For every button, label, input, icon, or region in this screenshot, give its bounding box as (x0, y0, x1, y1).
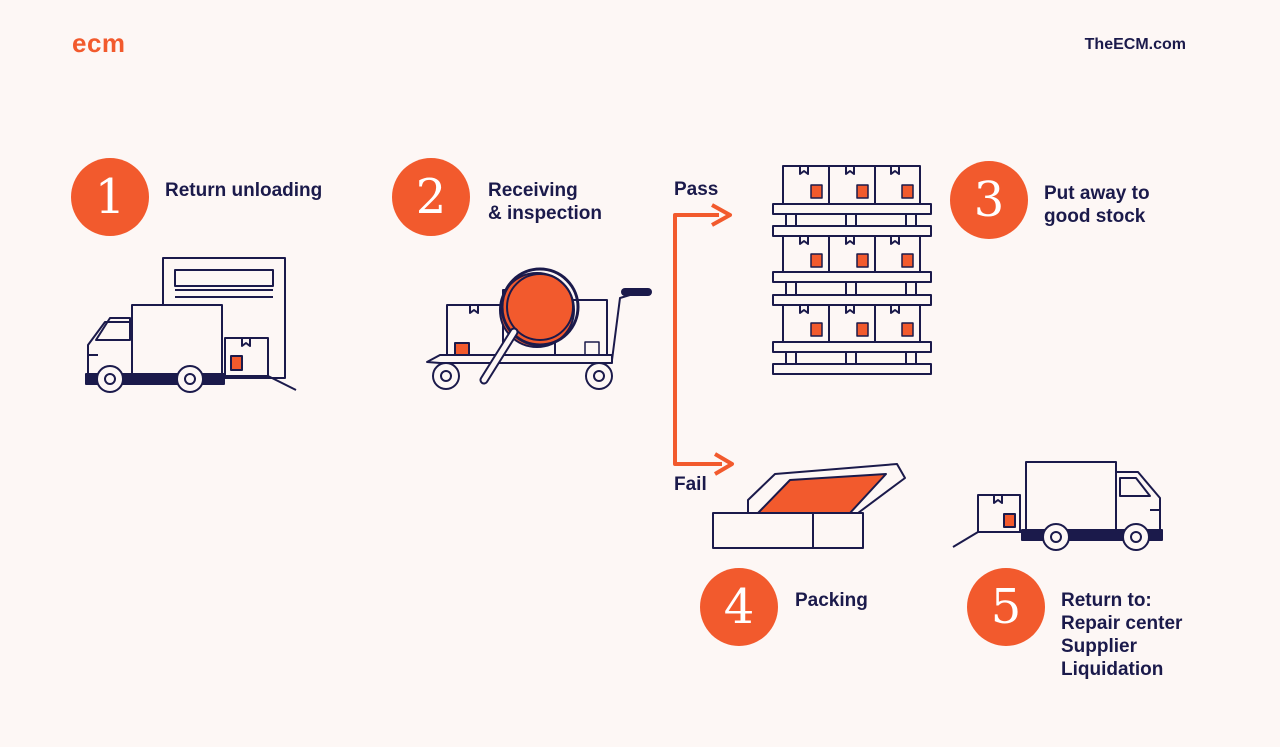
truck-departing-icon (952, 461, 1163, 551)
step-5-line-3: Supplier (1061, 636, 1138, 657)
step-3-line-1: Put away to (1044, 183, 1150, 204)
step-4-number: 4 (700, 568, 778, 646)
step-5-number: 5 (967, 568, 1045, 646)
pallet-rack-icon (772, 165, 932, 375)
step-4-label: Packing (795, 589, 868, 612)
step-4-line-1: Packing (795, 590, 868, 611)
step-3-label: Put away to good stock (1044, 182, 1150, 228)
site-url: TheECM.com (1084, 36, 1186, 53)
step-2-line-2: & inspection (488, 203, 603, 224)
step-3-line-2: good stock (1044, 206, 1146, 227)
step-5-line-4: Liquidation (1061, 659, 1164, 680)
step-1-number: 1 (71, 158, 149, 236)
packing-box-icon (712, 463, 906, 549)
step-2-number: 2 (392, 158, 470, 236)
step-5-line-1: Return to: (1061, 590, 1152, 611)
step-1-line-1: Return unloading (165, 180, 323, 201)
inspection-cart-icon (426, 267, 652, 390)
step-2-label: Receiving & inspection (488, 179, 602, 225)
ecm-logo: ecm (72, 28, 126, 58)
step-1-label: Return unloading (165, 179, 322, 202)
pass-label: Pass (674, 179, 719, 200)
step-3-number: 3 (950, 161, 1028, 239)
step-5-line-2: Repair center (1061, 613, 1183, 634)
step-2-line-1: Receiving (488, 180, 578, 201)
step-5-label: Return to: Repair center Supplier Liquid… (1061, 589, 1182, 681)
pass-fail-connector (673, 203, 734, 476)
truck-unloading-icon (85, 257, 297, 393)
fail-label: Fail (674, 474, 707, 495)
